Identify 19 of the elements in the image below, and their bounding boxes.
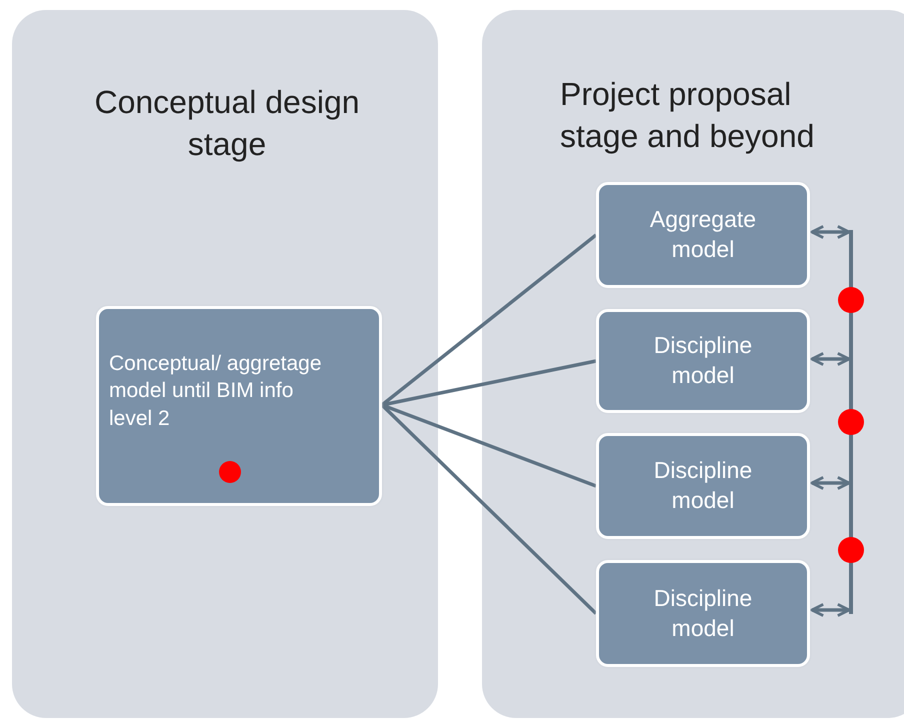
stage-heading: Conceptual design stage <box>93 83 361 164</box>
connector-line <box>380 404 598 615</box>
stage-panel <box>482 10 904 718</box>
stage-heading: Project proposal stage and beyond <box>560 75 816 156</box>
box-label: Discipline model <box>652 456 754 515</box>
double-arrow <box>810 476 850 490</box>
model-box <box>96 306 382 506</box>
double-arrow <box>810 603 850 617</box>
double-arrow <box>810 225 850 239</box>
stage-panel <box>12 10 438 718</box>
model-box <box>596 309 810 413</box>
box-label: Conceptual/ aggretage model until BIM info level 2 <box>109 351 322 432</box>
double-arrow <box>810 352 850 366</box>
box-label: Discipline model <box>652 331 754 390</box>
model-box <box>596 560 810 667</box>
model-box <box>596 433 810 539</box>
box-label: Discipline model <box>652 584 754 642</box>
box-label: Aggregate model <box>648 205 758 264</box>
model-box <box>596 182 810 288</box>
